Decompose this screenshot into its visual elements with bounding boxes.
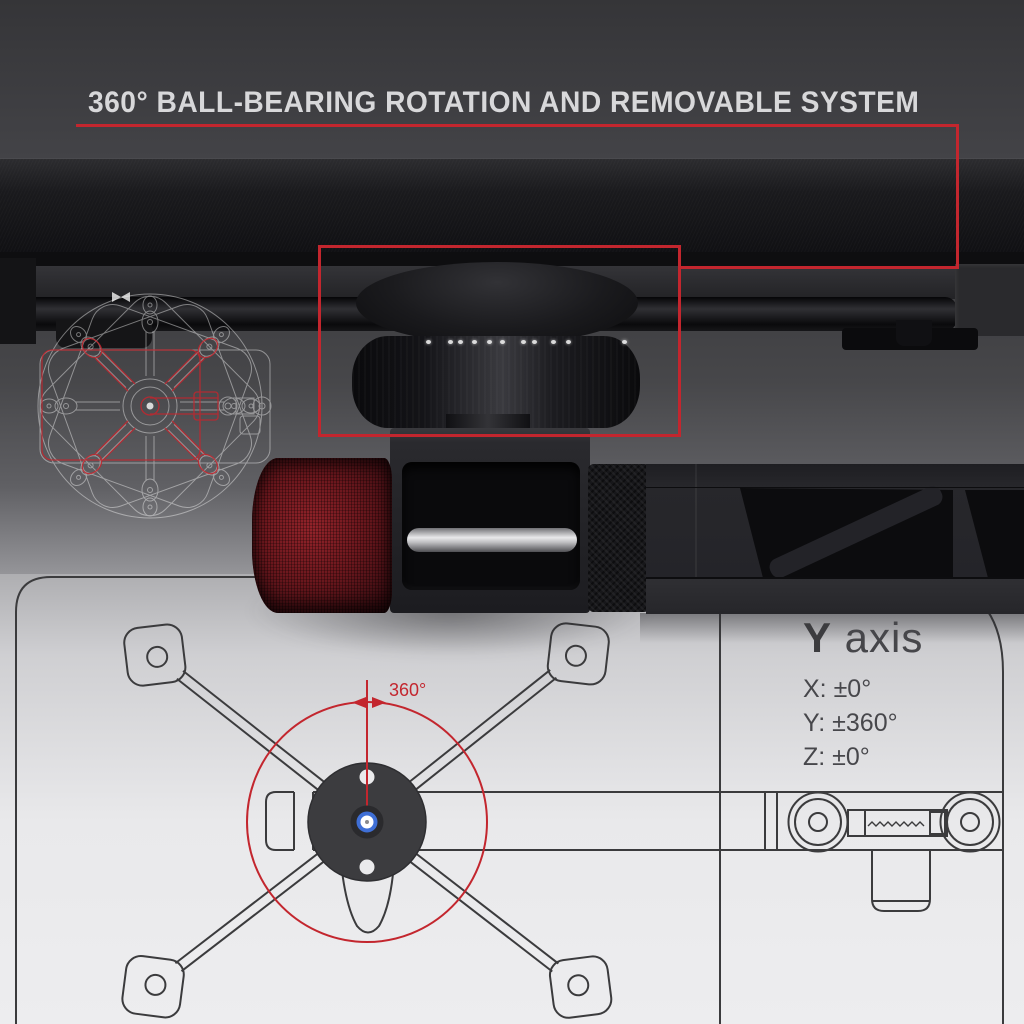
- bearing-dot: [487, 340, 492, 344]
- leader-line-horizontal: [681, 266, 958, 269]
- mount-plate-shadow-strip: [0, 252, 1024, 266]
- rotation-arrow-right-icon: [372, 697, 386, 708]
- clamp-chrome-rod: [407, 528, 577, 552]
- bearing-dot: [500, 340, 505, 344]
- large-topview-drawing: 360°: [15, 576, 1004, 1024]
- ball-bearing-wheel: [352, 336, 640, 428]
- arm-shadow: [640, 613, 1024, 643]
- axis-spec-z: Z: ±0°: [803, 743, 870, 771]
- monitor-back-panel: [0, 0, 1024, 158]
- arm-flange: [646, 579, 1024, 614]
- leader-line-vertical: [956, 124, 959, 269]
- page-title: 360° BALL-BEARING ROTATION AND REMOVABLE…: [88, 86, 920, 119]
- bearing-dot: [622, 340, 627, 344]
- bowtie-marker-icon: [112, 292, 130, 302]
- red-overlay: [41, 337, 219, 475]
- title-underline: [76, 124, 958, 127]
- rotation-arrow-left-icon: [352, 697, 366, 708]
- bearing-dot: [472, 340, 477, 344]
- right-foot-stub: [896, 320, 932, 346]
- left-edge-block: [0, 258, 36, 344]
- axis-spec-y: Y: ±360°: [803, 709, 898, 737]
- rotation-degree-label: 360°: [389, 680, 426, 700]
- truss-arm: [646, 464, 1024, 614]
- cross-arm-bottom-right: [409, 852, 613, 1019]
- monitor-bottom-edge: [0, 158, 1024, 254]
- axis-spec-x: X: ±0°: [803, 675, 872, 703]
- bearing-dot: [551, 340, 556, 344]
- bearing-dot: [532, 340, 537, 344]
- axis-heading: Y axis: [803, 614, 923, 662]
- clamp-roller-left: [787, 791, 849, 853]
- highlight-frame: [318, 245, 681, 437]
- hub-hole-bottom: [359, 859, 375, 875]
- clamp-roller-right: [939, 791, 1001, 853]
- left-bracket: [56, 320, 152, 348]
- bearing-dot: [521, 340, 526, 344]
- red-locking-knob: [252, 458, 392, 613]
- arm-flange-groove: [646, 577, 1024, 579]
- bar-end-cap: [265, 791, 295, 851]
- bearing-dot: [566, 340, 571, 344]
- arm-top-groove: [646, 487, 1024, 488]
- rotation-top-disc: [356, 262, 638, 344]
- clamp-window: [402, 462, 580, 590]
- axis-spec-panel: Y axis X: ±0° Y: ±360° Z: ±0°: [803, 614, 923, 774]
- right-bracket-block: [955, 264, 1024, 336]
- bearing-dot: [426, 340, 431, 344]
- axis-specs: X: ±0° Y: ±360° Z: ±0°: [803, 672, 923, 774]
- bearing-dot: [448, 340, 453, 344]
- thumbscrew: [871, 851, 931, 912]
- arm-seam: [695, 464, 697, 614]
- axis-heading-word: axis: [832, 614, 924, 661]
- faint-topview-drawing: [37, 292, 272, 519]
- knurled-cylinder: [588, 464, 650, 612]
- cross-arm-bottom-left: [121, 852, 325, 1019]
- axis-heading-letter: Y: [803, 614, 833, 661]
- rack: [847, 809, 948, 837]
- bearing-dot: [458, 340, 463, 344]
- cross-arm-top-left: [123, 623, 326, 791]
